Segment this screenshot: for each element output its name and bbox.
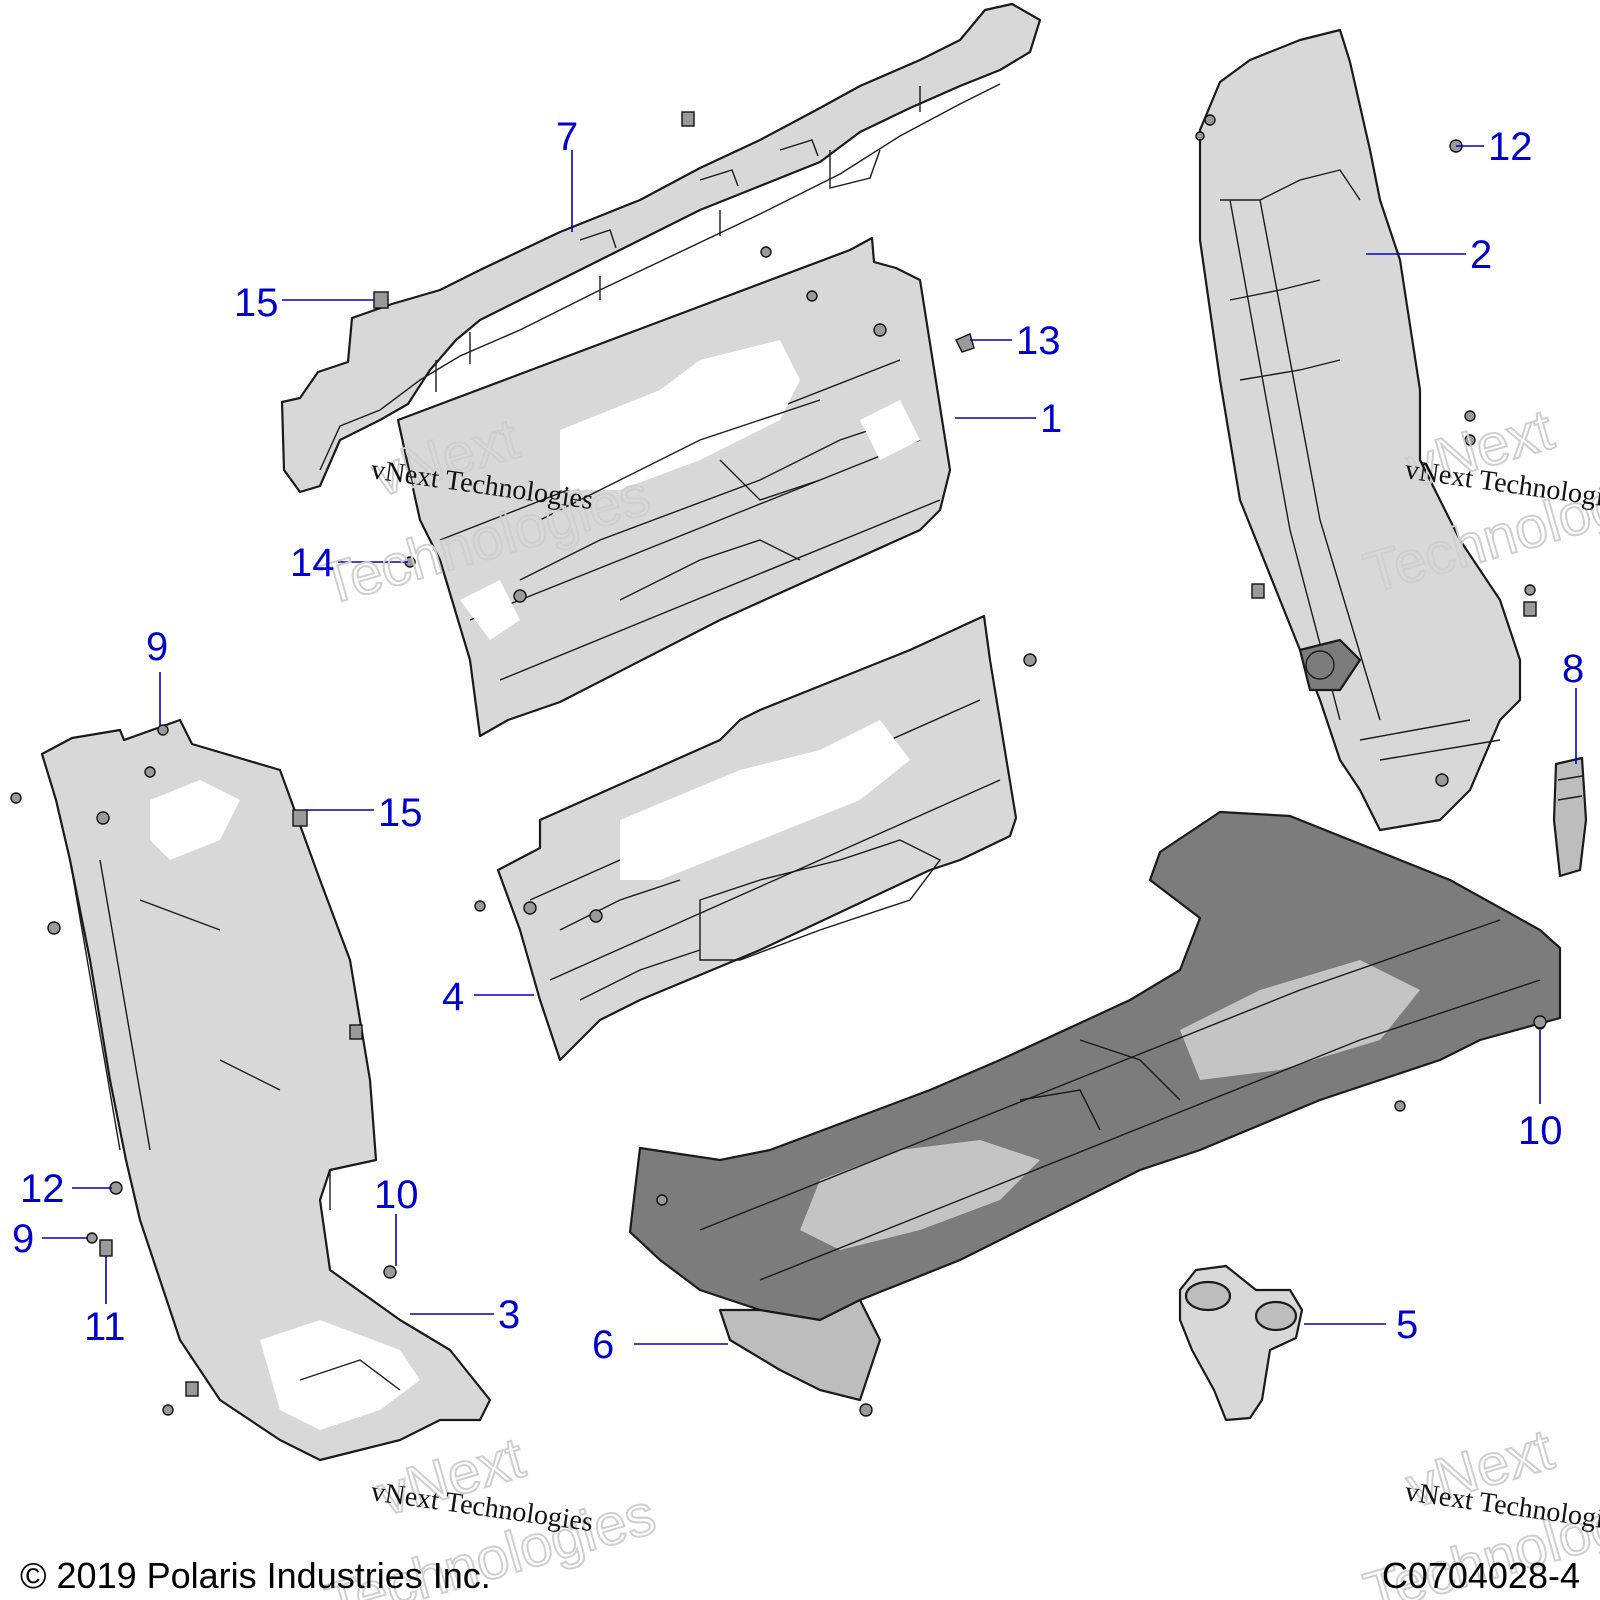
callout-12-left: 12 <box>20 1167 65 1211</box>
part-7-rail <box>280 2 1042 494</box>
callout-3: 3 <box>498 1293 520 1337</box>
part-5-cup-holder <box>1178 1264 1304 1422</box>
callout-9: 9 <box>146 625 168 669</box>
diagram-code: C0704028-4 <box>1382 1555 1580 1596</box>
part-3-side-panel <box>10 718 492 1462</box>
callout-15-lower: 15 <box>378 791 423 835</box>
leader-lines <box>42 145 1577 1345</box>
part-1-panel <box>396 236 952 738</box>
callout-4: 4 <box>442 975 464 1019</box>
part-6-floor-tray <box>628 810 1562 1417</box>
copyright-text: © 2019 Polaris Industries Inc. <box>20 1555 491 1596</box>
callout-labels: 7 15 13 1 14 12 2 9 15 8 4 10 12 10 9 11… <box>12 115 1584 1367</box>
callout-2: 2 <box>1470 233 1492 277</box>
callout-8: 8 <box>1562 647 1584 691</box>
loose-fasteners <box>86 139 1547 1279</box>
callout-7: 7 <box>556 115 578 159</box>
callout-5: 5 <box>1396 1303 1418 1347</box>
callout-15: 15 <box>234 281 279 325</box>
callout-1: 1 <box>1040 397 1062 441</box>
part-4-panel <box>474 614 1037 1062</box>
callout-13: 13 <box>1016 319 1061 363</box>
callout-10-right: 10 <box>1518 1109 1563 1153</box>
part-8-clip <box>1552 756 1588 878</box>
callout-14: 14 <box>290 541 335 585</box>
part-2-side-panel <box>1195 28 1537 832</box>
callout-6: 6 <box>592 1323 614 1367</box>
callout-9-left: 9 <box>12 1217 34 1261</box>
callout-12: 12 <box>1488 125 1533 169</box>
callout-11: 11 <box>84 1305 126 1349</box>
callout-10-left: 10 <box>374 1173 419 1217</box>
